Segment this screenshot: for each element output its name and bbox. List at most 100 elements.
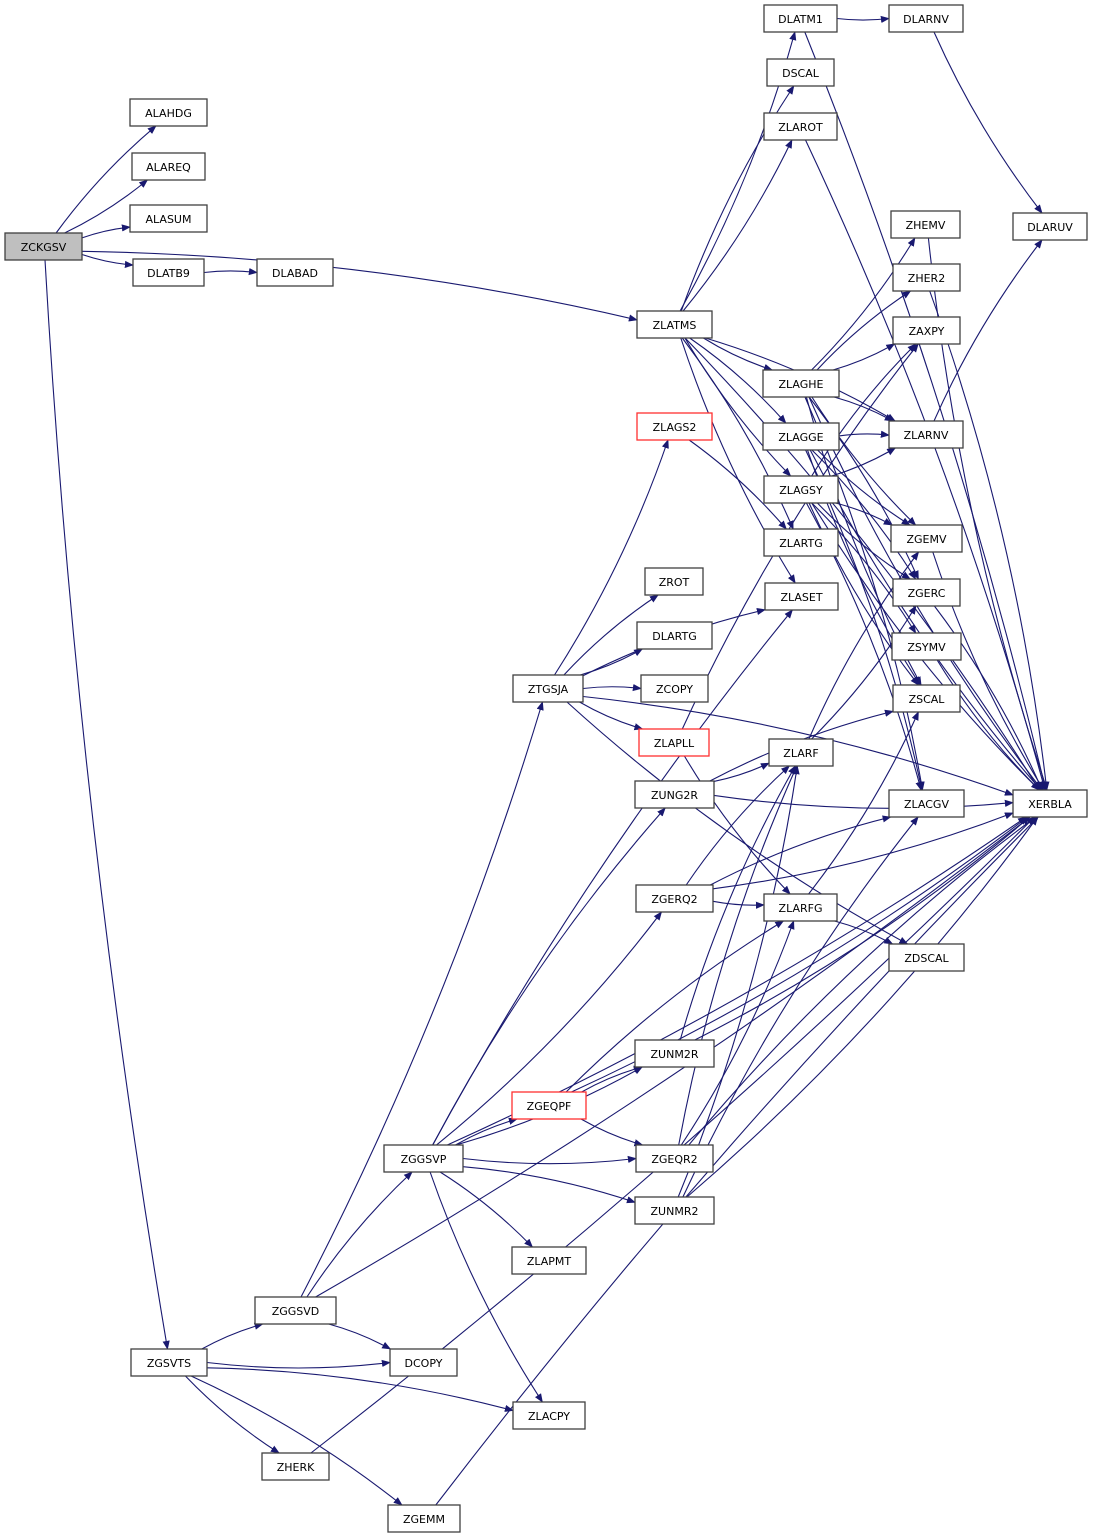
node-box[interactable] [634,780,715,809]
node-zlatms[interactable]: ZLATMS [636,310,713,339]
node-box[interactable] [892,578,961,607]
node-dlabad[interactable]: DLABAD [256,258,334,287]
node-box[interactable] [636,621,713,650]
node-box[interactable] [888,943,965,972]
node-zgeqpf[interactable]: ZGEQPF [511,1091,587,1120]
node-zgeqr2[interactable]: ZGEQR2 [635,1144,714,1173]
node-zlaghe[interactable]: ZLAGHE [762,369,840,398]
node-box[interactable] [261,1452,330,1481]
node-box[interactable] [130,1348,208,1377]
node-zunmr2[interactable]: ZUNMR2 [634,1196,715,1225]
node-dlatm1[interactable]: DLATM1 [763,4,838,33]
node-zsymv[interactable]: ZSYMV [891,632,962,661]
node-zaxpy[interactable]: ZAXPY [892,316,961,345]
node-box[interactable] [638,728,710,757]
node-xerbla[interactable]: XERBLA [1012,789,1088,818]
node-box[interactable] [890,524,963,553]
node-box[interactable] [644,567,704,596]
node-ztgsja[interactable]: ZTGSJA [512,674,584,703]
node-box[interactable] [383,1144,464,1173]
node-zgemv[interactable]: ZGEMV [890,524,963,553]
node-box[interactable] [512,1401,586,1430]
node-zgerq2[interactable]: ZGERQ2 [635,884,714,913]
node-alareq[interactable]: ALAREQ [131,152,206,181]
node-box[interactable] [4,232,83,261]
node-box[interactable] [256,258,334,287]
node-box[interactable] [888,789,965,818]
node-zhemv[interactable]: ZHEMV [890,210,961,239]
node-box[interactable] [764,582,839,611]
node-zlaset[interactable]: ZLASET [764,582,839,611]
node-box[interactable] [763,112,838,141]
node-box[interactable] [387,1504,461,1533]
node-box[interactable] [636,310,713,339]
node-box[interactable] [892,263,961,292]
node-dscal[interactable]: DSCAL [766,58,835,87]
node-box[interactable] [892,316,961,345]
node-zlartg[interactable]: ZLARTG [763,528,839,557]
node-zher2[interactable]: ZHER2 [892,263,961,292]
node-box[interactable] [1012,212,1088,241]
node-zlarot[interactable]: ZLAROT [763,112,838,141]
node-box[interactable] [763,528,839,557]
node-box[interactable] [254,1296,337,1325]
node-box[interactable] [129,98,208,127]
node-box[interactable] [635,884,714,913]
node-box[interactable] [636,412,713,441]
node-box[interactable] [132,258,205,287]
node-box[interactable] [634,1039,715,1068]
node-zlacgv[interactable]: ZLACGV [888,789,965,818]
node-box[interactable] [129,204,208,233]
node-zgemm[interactable]: ZGEMM [387,1504,461,1533]
node-zlacpy[interactable]: ZLACPY [512,1401,586,1430]
node-zung2r[interactable]: ZUNG2R [634,780,715,809]
node-zlarfg[interactable]: ZLARFG [763,893,838,922]
node-box[interactable] [635,1144,714,1173]
node-zunm2r[interactable]: ZUNM2R [634,1039,715,1068]
node-zscal[interactable]: ZSCAL [892,684,961,713]
node-zdscal[interactable]: ZDSCAL [888,943,965,972]
node-zlags2[interactable]: ZLAGS2 [636,412,713,441]
node-box[interactable] [891,632,962,661]
node-zlarnv[interactable]: ZLARNV [888,420,964,449]
node-box[interactable] [511,1091,587,1120]
node-zlapmt[interactable]: ZLAPMT [511,1246,587,1275]
node-dlarnv[interactable]: DLARNV [888,4,964,33]
node-box[interactable] [634,1196,715,1225]
node-box[interactable] [766,58,835,87]
node-zlapll[interactable]: ZLAPLL [638,728,710,757]
node-box[interactable] [389,1348,458,1377]
node-zgerc[interactable]: ZGERC [892,578,961,607]
node-dlaruv[interactable]: DLARUV [1012,212,1088,241]
node-box[interactable] [888,420,964,449]
node-box[interactable] [511,1246,587,1275]
node-box[interactable] [888,4,964,33]
node-zggsvd[interactable]: ZGGSVD [254,1296,337,1325]
node-box[interactable] [763,893,838,922]
node-zcopy[interactable]: ZCOPY [640,674,709,703]
node-zlarf[interactable]: ZLARF [768,738,834,767]
node-box[interactable] [762,422,840,451]
node-zgsvts[interactable]: ZGSVTS [130,1348,208,1377]
node-box[interactable] [640,674,709,703]
node-zckgsv[interactable]: ZCKGSV [4,232,83,261]
node-zlagsy[interactable]: ZLAGSY [763,475,839,504]
node-box[interactable] [763,4,838,33]
node-box[interactable] [512,674,584,703]
node-dcopy[interactable]: DCOPY [389,1348,458,1377]
node-dlartg[interactable]: DLARTG [636,621,713,650]
node-box[interactable] [1012,789,1088,818]
node-alasum[interactable]: ALASUM [129,204,208,233]
node-box[interactable] [892,684,961,713]
node-zggsvp[interactable]: ZGGSVP [383,1144,464,1173]
node-box[interactable] [890,210,961,239]
node-box[interactable] [131,152,206,181]
node-alahdg[interactable]: ALAHDG [129,98,208,127]
node-zherk[interactable]: ZHERK [261,1452,330,1481]
node-zlagge[interactable]: ZLAGGE [762,422,840,451]
node-box[interactable] [763,475,839,504]
node-zrot[interactable]: ZROT [644,567,704,596]
node-box[interactable] [762,369,840,398]
node-dlatb9[interactable]: DLATB9 [132,258,205,287]
node-box[interactable] [768,738,834,767]
